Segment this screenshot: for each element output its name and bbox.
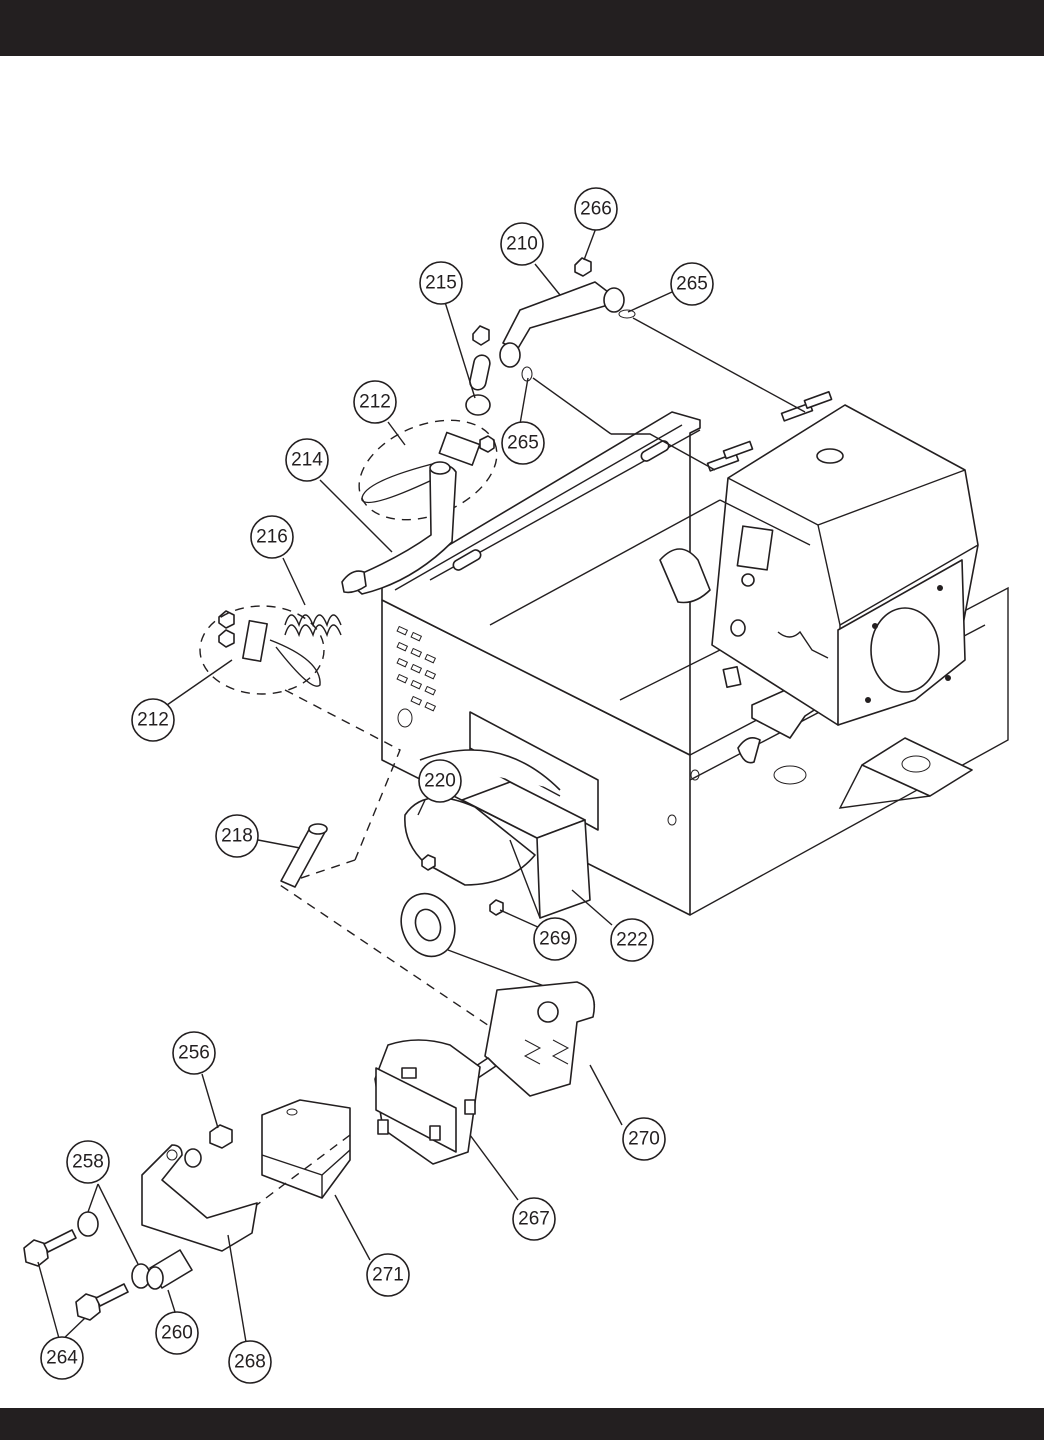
bolt-upper — [23, 1229, 77, 1267]
svg-text:265: 265 — [507, 433, 539, 454]
callout-270: 270 — [622, 1117, 666, 1161]
svg-text:215: 215 — [425, 273, 457, 294]
header-bar — [0, 0, 1044, 56]
svg-text:268: 268 — [234, 1352, 266, 1373]
callout-265: 265 — [501, 421, 545, 465]
svg-text:216: 216 — [256, 527, 288, 548]
vent-holes — [396, 625, 437, 728]
tube-218 — [280, 823, 328, 888]
svg-text:222: 222 — [616, 930, 648, 951]
callout-269: 269 — [533, 917, 577, 961]
exhaust-elbow-220 — [400, 796, 596, 1006]
callout-256: 256 — [172, 1031, 216, 1075]
bolt-lower — [75, 1283, 129, 1321]
svg-text:271: 271 — [372, 1265, 404, 1286]
gasket-plate — [419, 711, 599, 831]
callout-215: 215 — [419, 261, 463, 305]
svg-text:212: 212 — [359, 392, 391, 413]
svg-text:256: 256 — [178, 1043, 210, 1064]
svg-text:210: 210 — [506, 234, 538, 255]
callout-260: 260 — [155, 1311, 199, 1355]
svg-text:218: 218 — [221, 826, 253, 847]
callout-265: 265 — [670, 262, 714, 306]
mounting-studs — [706, 390, 833, 472]
callout-218: 218 — [215, 814, 259, 858]
callout-268: 268 — [228, 1340, 272, 1384]
clamp-assembly-upper — [358, 394, 498, 521]
callout-212: 212 — [131, 698, 175, 742]
callout-210: 210 — [500, 222, 544, 266]
engine-assembly — [659, 390, 979, 726]
callout-264: 264 — [40, 1336, 84, 1380]
exhaust-pipe-210 — [469, 257, 806, 471]
footer-bar — [0, 1408, 1044, 1440]
callout-266: 266 — [574, 187, 618, 231]
svg-text:266: 266 — [580, 199, 612, 220]
callout-222: 222 — [610, 918, 654, 962]
svg-text:258: 258 — [72, 1152, 104, 1173]
clamp-assembly-lower — [199, 605, 325, 695]
callout-216: 216 — [250, 515, 294, 559]
callout-212: 212 — [353, 380, 397, 424]
bracket-268 — [141, 1144, 258, 1252]
leader-lines — [37, 227, 673, 1343]
flex-hose-214 — [341, 461, 457, 595]
svg-text:220: 220 — [424, 771, 456, 792]
svg-text:214: 214 — [291, 450, 323, 471]
muffler-cover-270 — [469, 981, 596, 1097]
callout-258: 258 — [66, 1140, 110, 1184]
svg-text:260: 260 — [161, 1323, 193, 1344]
callout-271: 271 — [366, 1253, 410, 1297]
svg-text:270: 270 — [628, 1129, 660, 1150]
svg-text:265: 265 — [676, 274, 708, 295]
muffler-267 — [374, 1039, 481, 1165]
svg-text:269: 269 — [539, 929, 571, 950]
callout-220: 220 — [418, 759, 462, 803]
hardware — [23, 1124, 233, 1321]
svg-text:212: 212 — [137, 710, 169, 731]
svg-text:267: 267 — [518, 1209, 550, 1230]
callout-214: 214 — [285, 438, 329, 482]
bracket-271 — [249, 1099, 351, 1211]
svg-text:264: 264 — [46, 1348, 78, 1369]
callout-267: 267 — [512, 1197, 556, 1241]
